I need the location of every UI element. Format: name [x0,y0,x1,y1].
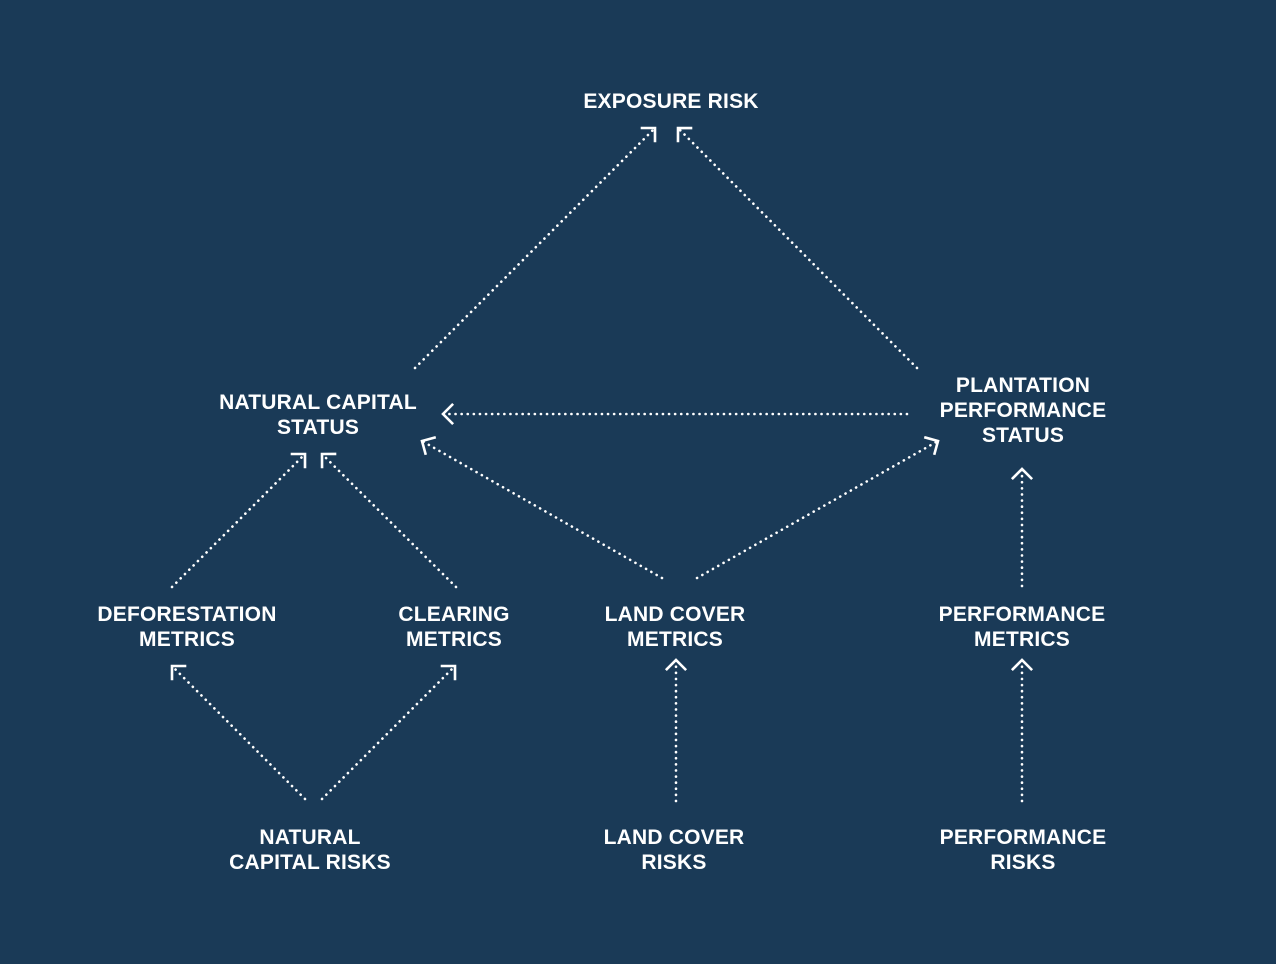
node-clearing-metrics-line-2: METRICS [406,628,502,651]
edge-plantation-performance-status-to-natural-capital-status [441,402,909,426]
edge-performance-metrics-to-plantation-performance-status [1010,467,1034,588]
node-plantation-performance-status-line-2: PERFORMANCE [939,399,1107,422]
edge-performance-risks-to-performance-metrics-arrowhead [1010,658,1034,672]
node-land-cover-risks-line-2: RISKS [641,851,707,874]
edge-natural-capital-risks-to-clearing-metrics-line [320,664,457,801]
edge-deforestation-metrics-to-natural-capital-status-arrowhead [290,452,307,469]
edge-natural-capital-risks-to-deforestation-metrics [170,664,307,801]
node-performance-risks-line-2: RISKS [990,851,1056,874]
edge-natural-capital-risks-to-deforestation-metrics-arrowhead [170,664,187,681]
node-natural-capital-status-line-2: STATUS [276,416,360,439]
edge-natural-capital-status-to-exposure-risk [413,126,657,370]
edge-land-cover-metrics-to-plantation-performance-status-arrowhead [923,435,940,456]
edge-plantation-performance-status-to-exposure-risk-arrowhead [676,126,693,143]
node-natural-capital-status-line-1: NATURAL CAPITAL [219,391,417,414]
node-plantation-performance-status: PLANTATION PERFORMANCE STATUS [940,373,1107,448]
node-deforestation-metrics-line-1: DEFORESTATION [97,603,277,626]
node-deforestation-metrics: DEFORESTATION METRICS [97,602,276,652]
node-performance-metrics-line-1: PERFORMANCE [938,603,1106,626]
node-performance-metrics: PERFORMANCE METRICS [939,602,1106,652]
edge-clearing-metrics-to-natural-capital-status-arrowhead [320,452,337,469]
node-performance-metrics-line-2: METRICS [974,628,1070,651]
node-natural-capital-risks-line-1: NATURAL [259,826,361,849]
node-land-cover-metrics-line-1: LAND COVER [604,603,746,626]
edge-plantation-performance-status-to-exposure-risk [676,126,919,370]
edge-deforestation-metrics-to-natural-capital-status [170,452,307,589]
edge-natural-capital-risks-to-clearing-metrics-arrowhead [440,664,457,681]
node-plantation-performance-status-line-3: STATUS [981,424,1065,447]
node-land-cover-metrics-line-2: METRICS [627,628,723,651]
edge-land-cover-metrics-to-natural-capital-status [420,435,664,580]
node-land-cover-metrics: LAND COVER METRICS [605,602,746,652]
node-natural-capital-risks: NATURAL CAPITAL RISKS [229,825,391,875]
node-plantation-performance-status-line-1: PLANTATION [955,374,1091,397]
edge-land-cover-metrics-to-natural-capital-status-arrowhead [420,435,437,456]
edge-clearing-metrics-to-natural-capital-status-line [320,452,458,589]
node-clearing-metrics-line-1: CLEARING [398,603,510,626]
node-clearing-metrics: CLEARING METRICS [398,602,509,652]
edge-land-cover-risks-to-land-cover-metrics-arrowhead [664,658,688,672]
node-land-cover-risks-line-1: LAND COVER [603,826,745,849]
edge-natural-capital-status-to-exposure-risk-line [413,126,657,370]
node-performance-risks: PERFORMANCE RISKS [940,825,1107,875]
edge-plantation-performance-status-to-natural-capital-status-arrowhead [441,402,455,426]
edge-performance-risks-to-performance-metrics [1010,658,1034,803]
edge-performance-metrics-to-plantation-performance-status-arrowhead [1010,467,1034,481]
node-deforestation-metrics-line-2: METRICS [139,628,235,651]
edge-land-cover-risks-to-land-cover-metrics [664,658,688,803]
node-land-cover-risks: LAND COVER RISKS [604,825,745,875]
edge-plantation-performance-status-to-exposure-risk-line [676,126,919,370]
edge-land-cover-metrics-to-plantation-performance-status [695,435,940,580]
edge-natural-capital-risks-to-clearing-metrics [320,664,457,801]
node-natural-capital-status: NATURAL CAPITAL STATUS [219,390,417,440]
edge-land-cover-metrics-to-plantation-performance-status-line [695,439,940,580]
edge-natural-capital-status-to-exposure-risk-arrowhead [640,126,657,143]
node-natural-capital-risks-line-2: CAPITAL RISKS [229,851,391,874]
node-performance-risks-line-1: PERFORMANCE [939,826,1107,849]
node-exposure-risk: EXPOSURE RISK [583,89,758,114]
edge-clearing-metrics-to-natural-capital-status [320,452,458,589]
edge-land-cover-metrics-to-natural-capital-status-line [420,439,664,580]
edge-natural-capital-risks-to-deforestation-metrics-line [170,664,307,801]
edge-deforestation-metrics-to-natural-capital-status-line [170,452,307,589]
node-exposure-risk-line-1: EXPOSURE RISK [583,90,759,113]
